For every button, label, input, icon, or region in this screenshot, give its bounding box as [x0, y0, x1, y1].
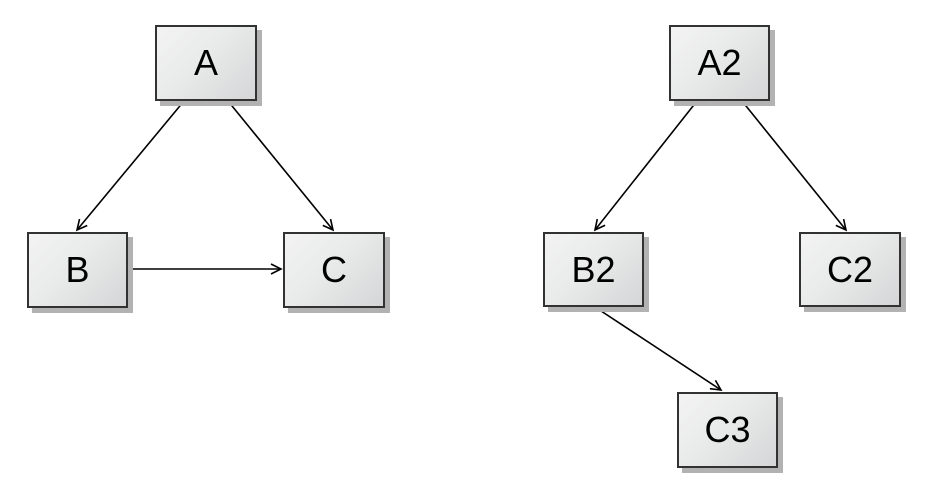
- node-B[interactable]: B: [27, 232, 128, 308]
- node-label: C3: [704, 409, 751, 450]
- node-label: C: [321, 249, 347, 290]
- node-label: B: [65, 249, 90, 290]
- node-label: A: [193, 42, 218, 83]
- edge-A2-B2[interactable]: [593, 100, 698, 232]
- node-A2[interactable]: A2: [669, 25, 770, 101]
- node-B2[interactable]: B2: [543, 232, 644, 307]
- edge-B2-C3[interactable]: [594, 306, 723, 391]
- edge-A-C[interactable]: [227, 100, 335, 232]
- edge-A-B[interactable]: [75, 100, 185, 232]
- node-label: B2: [571, 248, 616, 290]
- node-C3[interactable]: C3: [677, 392, 778, 468]
- node-label: A2: [697, 42, 742, 83]
- edge-A2-C2[interactable]: [741, 100, 848, 232]
- node-A[interactable]: A: [155, 25, 257, 101]
- node-label: C2: [826, 248, 874, 290]
- node-C[interactable]: C: [283, 232, 385, 308]
- node-C2[interactable]: C2: [799, 232, 901, 307]
